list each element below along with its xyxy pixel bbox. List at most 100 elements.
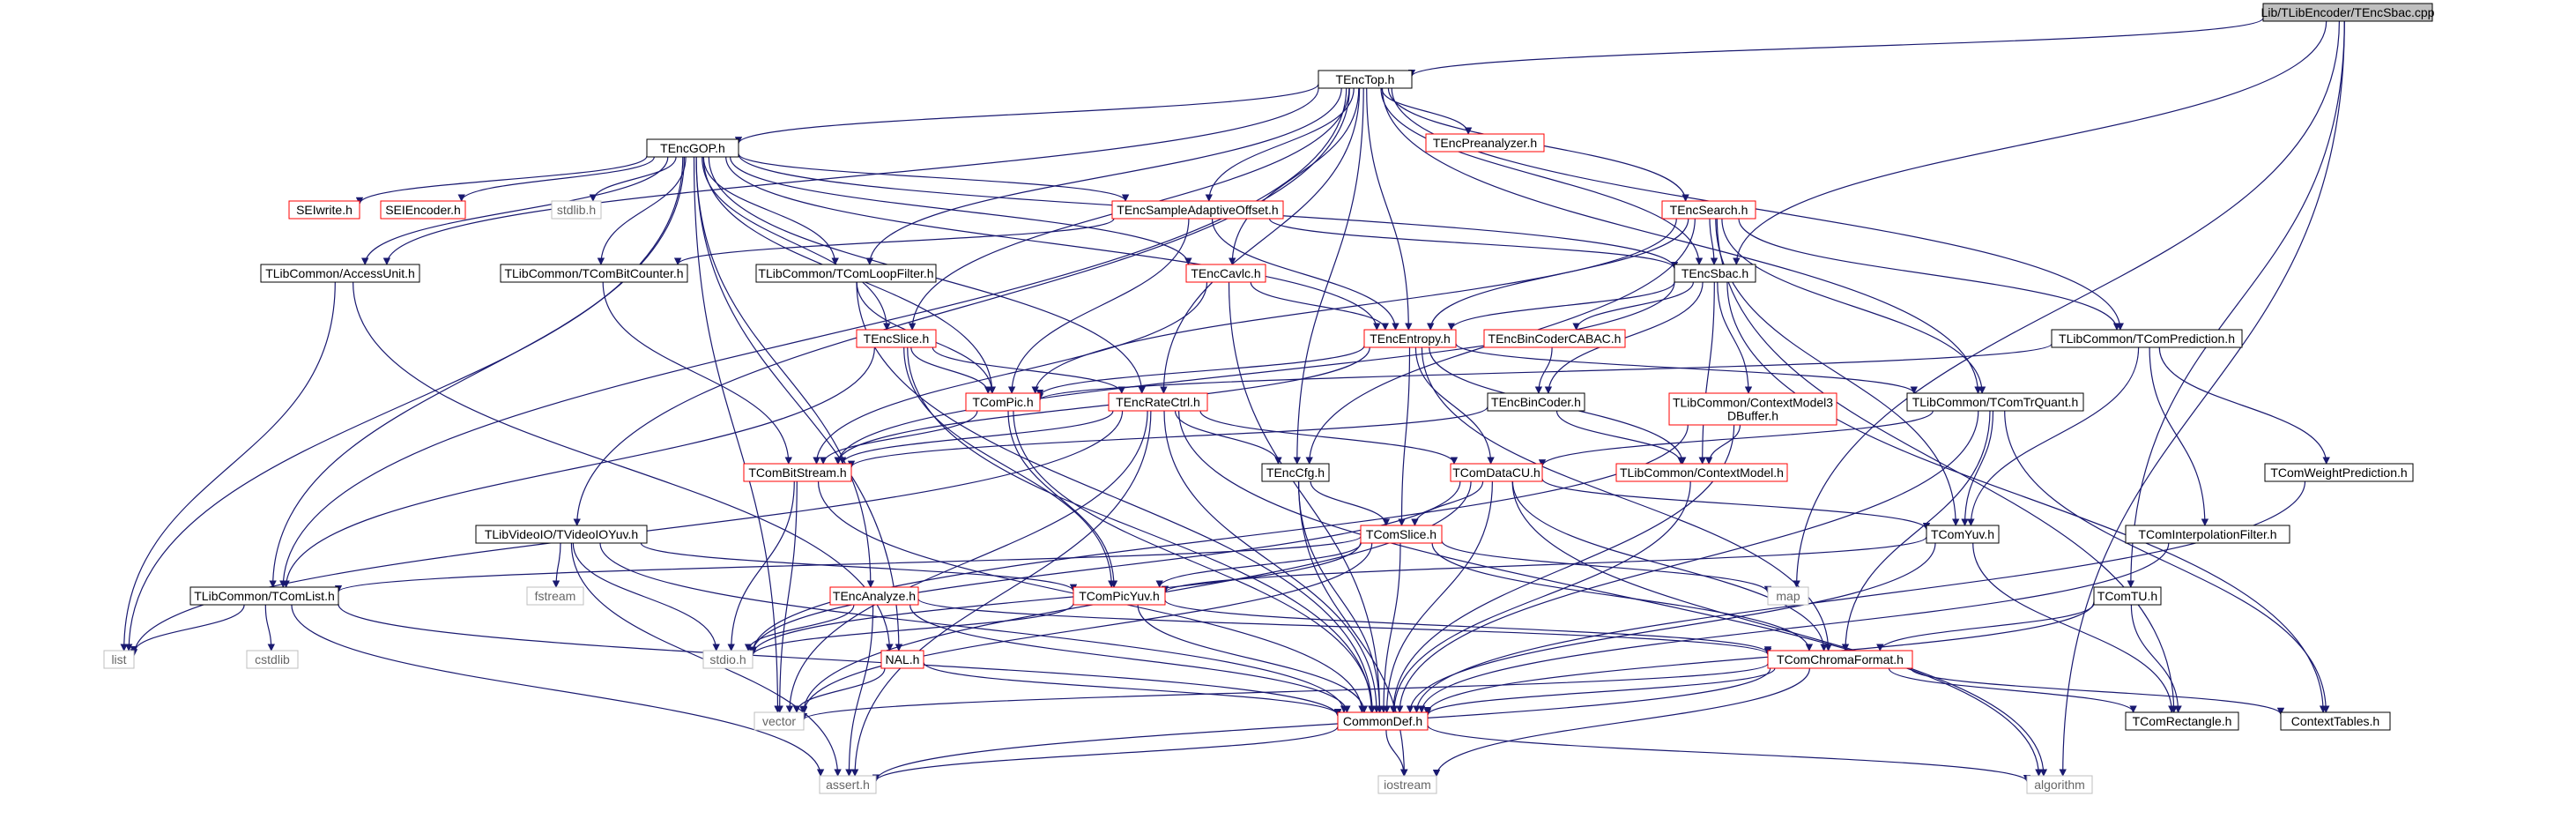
node-tcomprediction[interactable]: TLibCommon/TComPrediction.h [2051,329,2243,348]
node-tcomlist[interactable]: TLibCommon/TComList.h [189,586,339,606]
node-tencbincoder[interactable]: TEncBinCoder.h [1487,392,1585,412]
node-tcomslice[interactable]: TComSlice.h [1360,525,1443,544]
node-weightpred[interactable]: TComWeightPrediction.h [2264,463,2414,482]
node-label-tcombitstream: TComBitStream.h [748,465,846,480]
node-bitcounter[interactable]: TLibCommon/TComBitCounter.h [500,264,688,283]
edge-tencsearch-to-tcomprediction [1738,218,2121,331]
node-assert[interactable]: assert.h [819,775,877,794]
edge-tencanalyze-to-assert [845,604,874,777]
edge-tcomdatacu-to-commondef [1383,480,1493,713]
node-iostream[interactable]: iostream [1377,775,1437,794]
node-box-assert [819,775,877,794]
node-tenccfg[interactable]: TEncCfg.h [1261,463,1330,482]
node-label-tcomrectangle: TComRectangle.h [2133,714,2232,728]
edge-tcompicyuv-to-chromaformat [1164,599,1772,654]
node-bincabac[interactable]: TEncBinCoderCABAC.h [1483,329,1626,348]
edge-tencanalyze-to-stdio [744,604,855,651]
node-seiwrite[interactable]: SEIwrite.h [288,200,360,220]
node-box-seiwrite [288,200,360,220]
node-tencsao[interactable]: TEncSampleAdaptiveOffset.h [1111,200,1284,220]
node-tencslice[interactable]: TEncSlice.h [856,329,937,348]
node-tencpreanalyzer[interactable]: TEncPreanalyzer.h [1425,133,1545,153]
node-algorithm[interactable]: algorithm [2026,775,2093,794]
node-map[interactable]: map [1767,586,1809,606]
node-tenccavlc[interactable]: TEncCavlc.h [1185,264,1266,283]
node-interpfilter[interactable]: TComInterpolationFilter.h [2125,525,2290,544]
edge-tencbincoder-to-tcombitstream [847,406,1488,469]
node-label-tencgop: TEncGOP.h [660,141,725,155]
edge-tcomyuv-to-tcompicyuv [1162,536,1927,594]
node-stdio[interactable]: stdio.h [702,650,753,669]
node-root[interactable]: Lib/TLibEncoder/TEncSbac.cpp [2261,3,2435,22]
edge-commondef-to-assert [872,726,1339,783]
node-box-tenccfg [1261,463,1330,482]
node-label-map: map [1776,589,1800,603]
edge-tencslice-to-tencratectrl [932,346,1125,394]
node-tenctop[interactable]: TEncTop.h [1318,70,1413,89]
node-seiencoder[interactable]: SEIEncoder.h [380,200,466,220]
node-vector[interactable]: vector [753,711,805,731]
edge-contextmodel3-to-contextmodel [1704,424,1741,465]
node-box-tencsearch [1661,200,1756,220]
edge-tencsao-to-tcompic [1007,218,1190,394]
node-contextmodel[interactable]: TLibCommon/ContextModel.h [1615,463,1788,482]
node-label-tcomyuv: TComYuv.h [1931,527,1994,541]
node-stdlib[interactable]: stdlib.h [551,200,602,220]
node-box-interpfilter [2125,525,2290,544]
edge-interpfilter-to-commondef [1418,542,2170,713]
node-tvideoioyuv[interactable]: TLibVideoIO/TVideoIOYuv.h [475,525,648,544]
node-nal[interactable]: NAL.h [880,650,924,669]
edge-tencgop-to-seiencoder [457,156,655,202]
edge-tvideoioyuv-to-tcompicyuv [640,542,1078,592]
node-tencgop[interactable]: TEncGOP.h [646,138,739,158]
node-tencentropy[interactable]: TEncEntropy.h [1363,329,1457,348]
edge-tcomprediction-to-weightpred [2158,346,2330,465]
edge-tcomdatacu-to-tcomslice [1411,480,1484,526]
edge-tenctop-to-tcomtrquant [1381,87,1982,394]
node-accessunit[interactable]: TLibCommon/AccessUnit.h [260,264,420,283]
edge-tcomprediction-to-interpfilter [2149,346,2209,526]
node-loopfilter[interactable]: TLibCommon/TComLoopFilter.h [755,264,937,283]
edge-chromaformat-to-tcomrectangle [1888,667,2137,713]
node-tcomtrquant[interactable]: TLibCommon/TComTrQuant.h [1906,392,2084,412]
edge-tcombitstream-to-stdio [727,480,795,651]
node-cstdlib[interactable]: cstdlib [246,650,299,669]
node-tencsearch[interactable]: TEncSearch.h [1661,200,1756,220]
node-label-fstream: fstream [535,589,576,603]
node-chromaformat[interactable]: TComChromaFormat.h [1767,650,1913,669]
node-tencsbac[interactable]: TEncSbac.h [1674,264,1756,283]
node-list[interactable]: list [103,650,135,669]
node-box-tcomrectangle [2125,711,2239,731]
edge-tencbincoder-to-contextmodel [1555,410,1685,465]
node-label-commondef: CommonDef.h [1343,714,1422,728]
node-fstream[interactable]: fstream [526,586,584,606]
node-contexttables[interactable]: ContextTables.h [2280,711,2391,731]
edge-loopfilter-to-commondef [856,281,1377,713]
edge-tencratectrl-to-algorithm [1178,410,2043,777]
node-tcompic[interactable]: TComPic.h [965,392,1041,412]
node-tcompicyuv[interactable]: TComPicYuv.h [1073,586,1166,606]
edge-bitcounter-to-tcombitstream [602,281,792,465]
node-tcomrectangle[interactable]: TComRectangle.h [2125,711,2239,731]
node-box-contexttables [2280,711,2391,731]
edge-tcomslice-to-map [1441,540,1772,594]
edge-tcompic-to-tcompicyuv [1007,410,1118,588]
node-tcombitstream[interactable]: TComBitStream.h [743,463,852,482]
edge-tcomtu-to-commondef [1423,601,2095,715]
node-label-tvideoioyuv: TLibVideoIO/TVideoIOYuv.h [485,527,638,541]
edge-tencratectrl-to-tcomdatacu [1199,410,1459,465]
node-label-tcomprediction: TLibCommon/TComPrediction.h [2059,331,2235,346]
node-label-stdlib: stdlib.h [557,203,596,217]
node-tcomyuv[interactable]: TComYuv.h [1926,525,2000,544]
node-tcomtu[interactable]: TComTU.h [2093,586,2162,606]
node-tencratectrl[interactable]: TEncRateCtrl.h [1108,392,1208,412]
edge-tenctop-to-tenccfg [1293,87,1364,465]
edge-tcomlist-to-cstdlib [264,604,275,651]
node-tencanalyze[interactable]: TEncAnalyze.h [829,586,919,606]
node-tcomdatacu[interactable]: TComDataCU.h [1450,463,1543,482]
node-commondef[interactable]: CommonDef.h [1337,711,1429,731]
edge-tenctop-to-tcomlist [279,87,1347,588]
node-label-tcompicyuv: TComPicYuv.h [1079,589,1160,603]
edge-tcomtrquant-to-contexttables [2004,410,2330,713]
